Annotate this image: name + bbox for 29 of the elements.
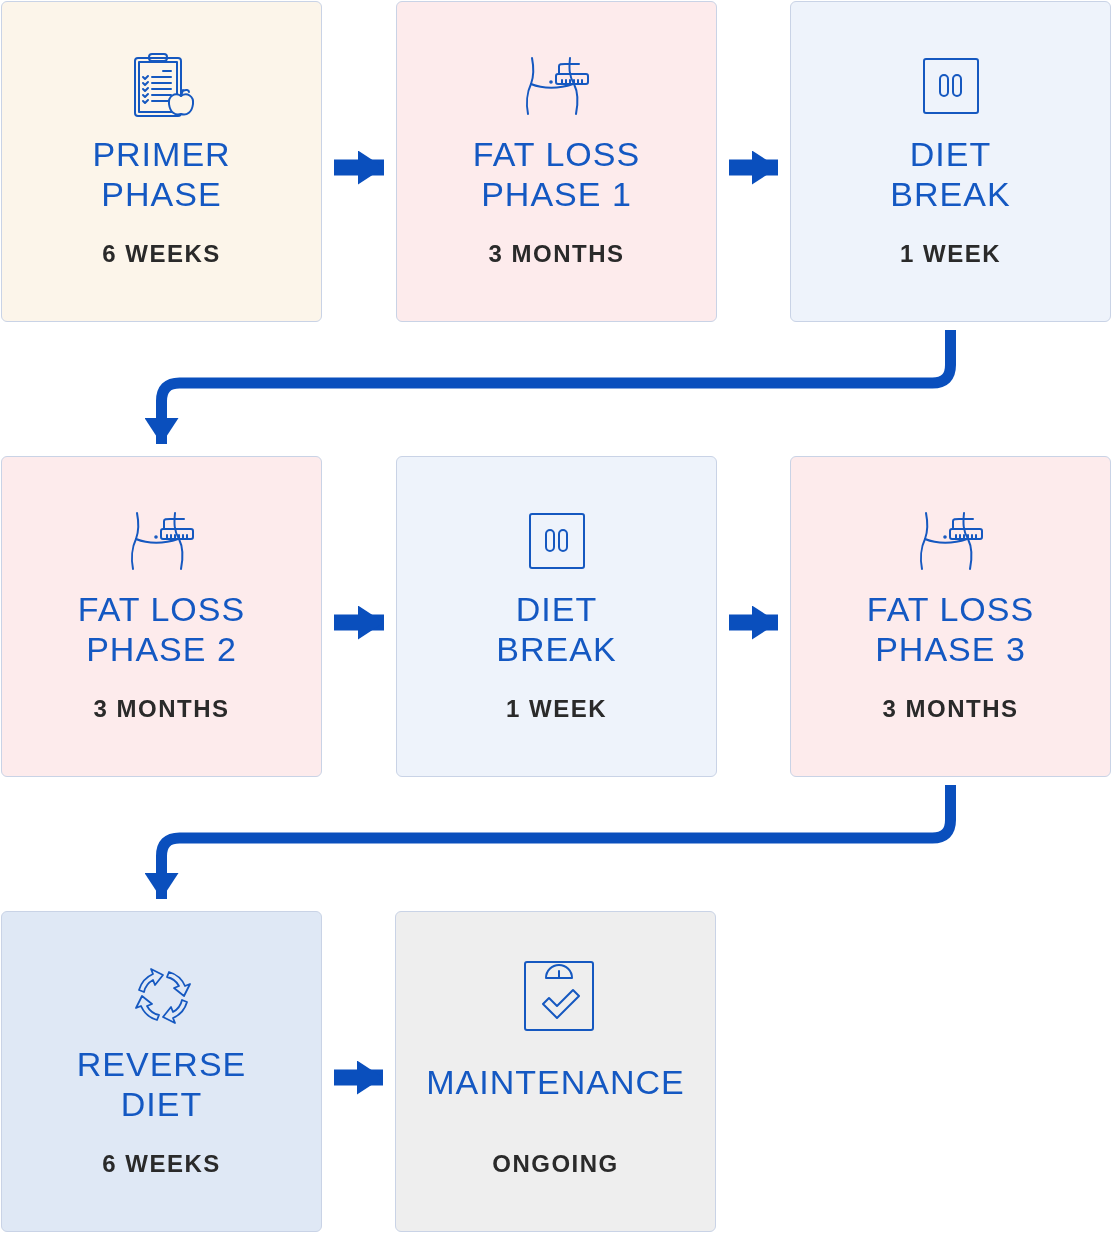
phase-duration: 1 WEEK <box>506 694 607 724</box>
phase-card <box>396 1 717 322</box>
phase-duration: ONGOING <box>492 1149 619 1179</box>
phase-duration: 6 WEEKS <box>102 1149 221 1179</box>
arrow <box>729 605 778 640</box>
phase-card <box>1 456 322 777</box>
phase-duration: 1 WEEK <box>900 239 1001 269</box>
arrow <box>334 605 384 640</box>
phase-card <box>790 456 1111 777</box>
phase-duration: 3 MONTHS <box>882 694 1019 724</box>
phase-title: DIET BREAK <box>495 589 618 669</box>
phase-title: FAT LOSS PHASE 1 <box>471 134 642 214</box>
phase-duration: 6 WEEKS <box>102 239 221 269</box>
phase-title: REVERSE DIET <box>75 1044 248 1124</box>
arrow <box>729 150 778 185</box>
phase-card <box>1 1 322 322</box>
arrow <box>334 1060 383 1095</box>
phase-duration: 3 MONTHS <box>93 694 230 724</box>
phase-title: MAINTENANCE <box>426 1062 685 1102</box>
phase-title: FAT LOSS PHASE 3 <box>865 589 1036 669</box>
phase-title: PRIMER PHASE <box>91 134 232 214</box>
phase-card <box>396 456 717 777</box>
phase-card <box>790 1 1111 322</box>
phase-duration: 3 MONTHS <box>488 239 625 269</box>
phase-card <box>1 911 322 1232</box>
phase-title: DIET BREAK <box>889 134 1012 214</box>
phase-card <box>395 911 716 1232</box>
phase-title: FAT LOSS PHASE 2 <box>76 589 247 669</box>
arrow <box>334 150 384 185</box>
